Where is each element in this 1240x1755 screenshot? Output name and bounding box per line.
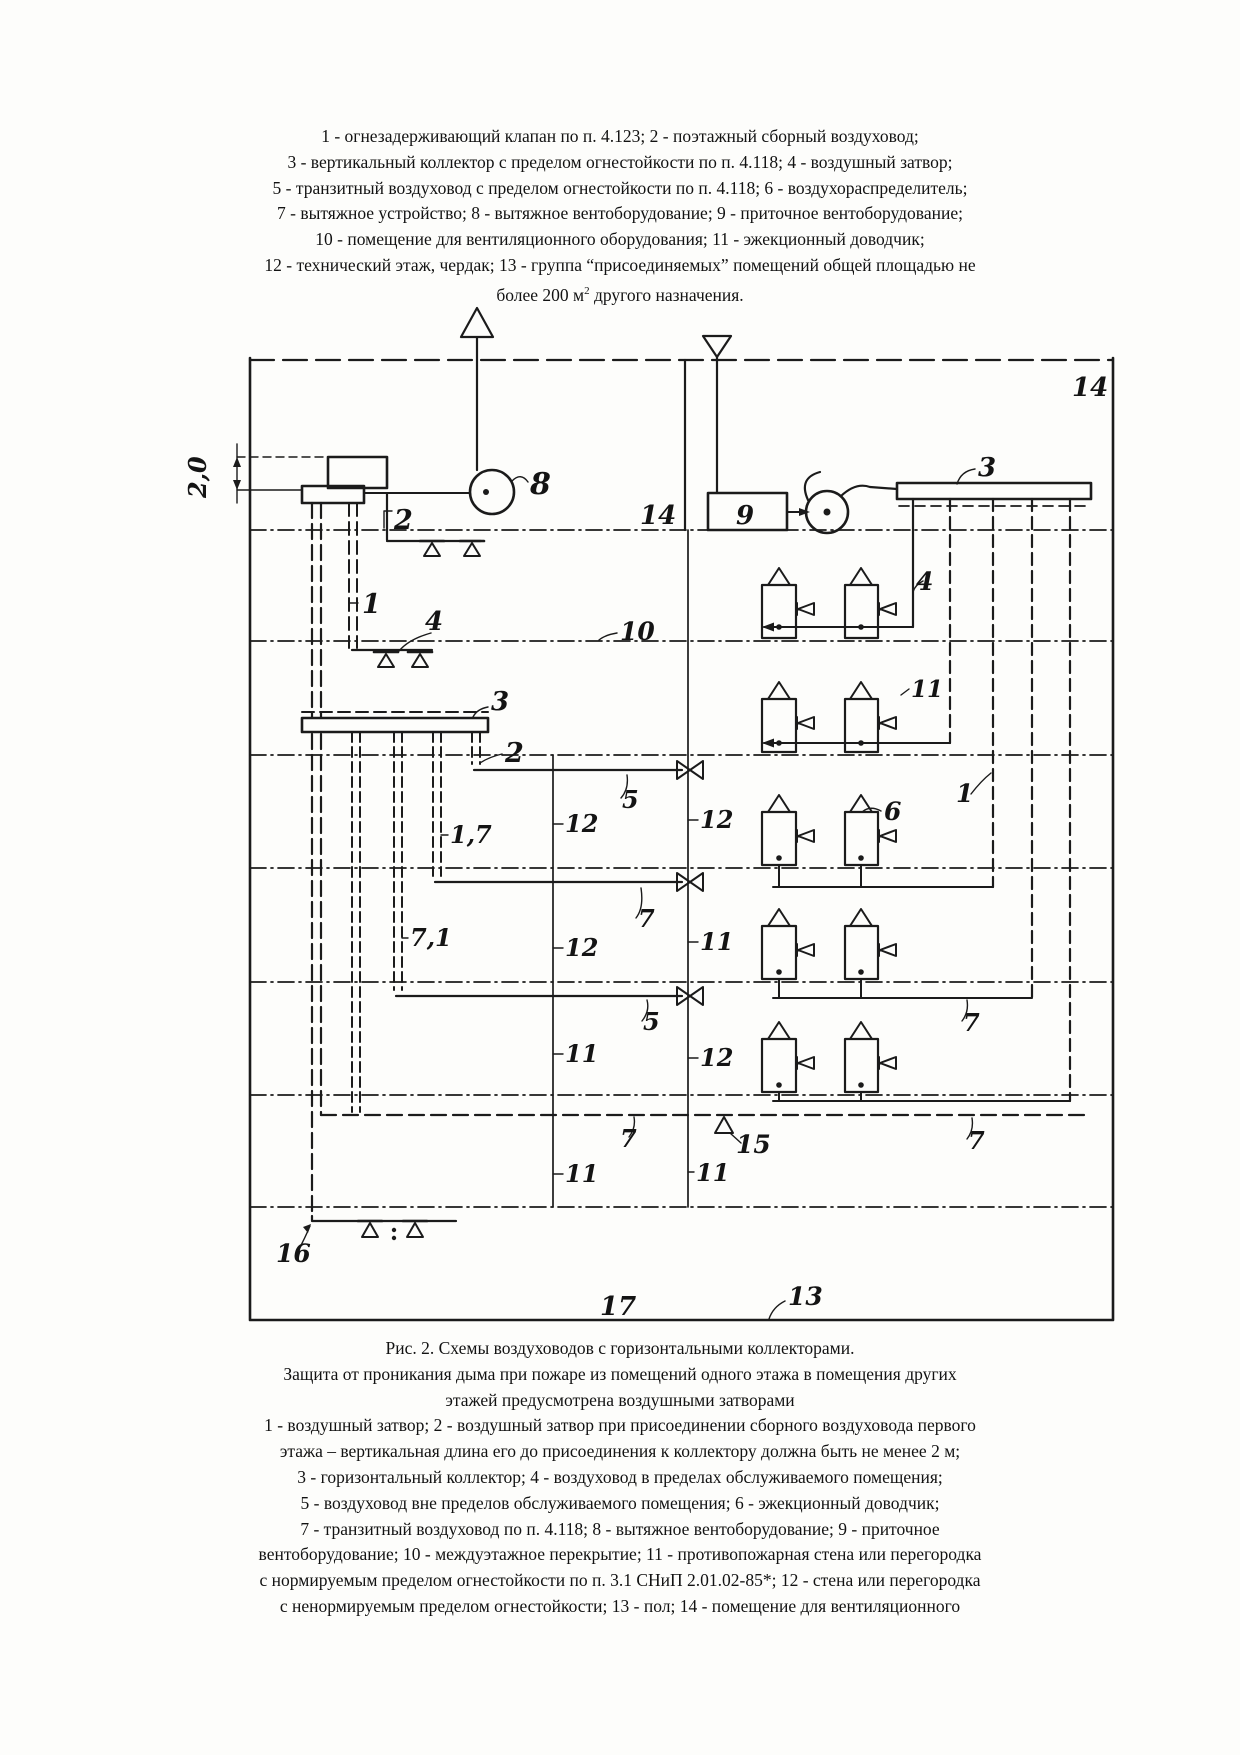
diagram-label: 11: [565, 1039, 598, 1068]
legend-line: 5 - транзитный воздуховод с пределом огн…: [272, 177, 968, 198]
legend-line: более 200 м2 другого назначения.: [496, 284, 744, 305]
figure-caption: Рис. 2. Схемы воздуховодов с горизонталь…: [105, 1336, 1135, 1620]
supply-vent-unit: [701, 334, 1093, 1103]
floor-lines: [249, 529, 1114, 1208]
horizontal-collector-right: [895, 481, 1093, 501]
diagram-label: 9: [736, 501, 754, 531]
collector-bar: [300, 716, 490, 734]
diagram-label: 5: [622, 785, 639, 814]
legend-line: 12 - технический этаж, чердак; 13 - груп…: [264, 254, 976, 275]
dimension-2m: [233, 443, 341, 504]
diagram-label: 2: [393, 505, 413, 536]
caption-line: 3 - горизонтальный коллектор; 4 - воздух…: [297, 1466, 943, 1487]
legend-line: 1 - огнезадерживающий клапан по п. 4.123…: [321, 126, 919, 146]
damper-icon: [796, 1056, 897, 1070]
ejector-unit-row: [760, 908, 1033, 999]
exhaust-risers-left: [310, 501, 434, 1218]
diagram-label: 4: [916, 567, 933, 596]
dimension-arrows: [233, 457, 241, 490]
diagram-label: 11: [696, 1158, 729, 1187]
diagram-label: 17: [600, 1292, 636, 1322]
storey-duct-2: [385, 492, 486, 557]
diagram-label: 12: [565, 933, 598, 962]
exhaust-plenum-box: [326, 455, 389, 490]
damper-icon: [796, 602, 897, 616]
air-intake-icon: [701, 334, 733, 359]
figure-legend-top: 1 - огнезадерживающий клапан по п. 4.123…: [120, 124, 1120, 308]
diagram-label: 2: [504, 738, 524, 769]
diagram-label: 3: [491, 687, 509, 717]
fire-damper-icon: [676, 760, 704, 1006]
exhaust-vent-unit: [300, 306, 516, 516]
legend-line: 3 - вертикальный коллектор с пределом ог…: [287, 151, 953, 172]
ejector-unit-row: [760, 1021, 1071, 1102]
superscript-2: 2: [584, 284, 590, 297]
diagram-label: 13: [788, 1282, 823, 1311]
exhaust-fan-icon: [468, 468, 516, 516]
label-leaders: [348, 468, 992, 1320]
air-distributor-icon: [714, 1116, 734, 1134]
diagram-label: 7: [968, 1126, 985, 1155]
diagram-label: 1,7: [450, 820, 492, 849]
ground-floor-duct: [297, 1214, 458, 1252]
caption-line: 1 - воздушный затвор; 2 - воздушный затв…: [264, 1415, 976, 1436]
outer-border: [248, 356, 1115, 1322]
diagram-label: 7,1: [410, 923, 452, 952]
diagram-label: 1: [956, 779, 973, 808]
diagram-label: 7: [620, 1124, 637, 1153]
air-distributor-icon: [418, 539, 486, 557]
caption-line: этажей предусмотрена воздушными затворам…: [445, 1389, 795, 1410]
damper-icon: [796, 943, 897, 957]
diagram-label: 1: [362, 589, 381, 620]
diagram-label: 7: [963, 1008, 980, 1037]
collector-risers: [351, 731, 481, 1113]
air-distributor-icon: [372, 650, 434, 668]
diagram-label: 8: [529, 467, 551, 502]
ejector-unit-row: [760, 794, 994, 888]
horizontal-collector-left: [300, 711, 1092, 1134]
diagram-label: 12: [700, 805, 733, 834]
air-distributor-icon: [356, 1219, 429, 1241]
diagram-label: 5: [643, 1007, 660, 1036]
diagram-label: 11: [700, 927, 733, 956]
diagram-label: 16: [276, 1239, 311, 1268]
caption-line: этажа – вертикальная длина его до присое…: [279, 1441, 961, 1462]
diagram-label: 2,0: [183, 456, 212, 499]
diagram-label: 4: [425, 607, 443, 637]
exhaust-collector-box: [300, 484, 366, 505]
diagram-label: 3: [978, 453, 996, 483]
caption-line: Защита от проникания дыма при пожаре из …: [283, 1363, 957, 1384]
exhaust-outlet-icon: [459, 306, 495, 339]
diagram-label: 14: [640, 501, 676, 531]
ejector-unit-row: [760, 681, 951, 754]
building-structure: [248, 356, 1115, 1322]
diagram-label: 12: [565, 809, 598, 838]
diagram-label: 11: [565, 1159, 598, 1188]
diagram-label: 11: [911, 676, 943, 703]
damper-icon: [796, 829, 897, 843]
damper-icon: [796, 716, 897, 730]
caption-title: Рис. 2. Схемы воздуховодов с горизонталь…: [385, 1338, 855, 1358]
diagram-label: 12: [700, 1043, 733, 1072]
diagram-label: 15: [736, 1130, 771, 1159]
caption-line: с нормируемым пределом огнестойкости по …: [259, 1570, 981, 1591]
ejector-unit-row: [760, 567, 914, 640]
caption-line: 7 - транзитный воздуховод по п. 4.118; 8…: [300, 1518, 940, 1539]
diagram-label: 10: [620, 617, 655, 646]
legend-line: 7 - вытяжное устройство; 8 - вытяжное ве…: [277, 203, 963, 224]
diagram-label: 6: [884, 797, 901, 826]
supply-fan-icon: [804, 489, 850, 535]
diagram-label: 14: [1072, 373, 1108, 403]
caption-line: 5 - воздуховод вне пределов обслуживаемо…: [300, 1492, 940, 1513]
legend-line: 10 - помещение для вентиляционного обору…: [315, 229, 925, 250]
caption-line: вентоборудование; 10 - междуэтажное пере…: [258, 1544, 982, 1565]
caption-line: с ненормируемым пределом огнестойкости; …: [279, 1595, 961, 1616]
diagram-label: 7: [638, 904, 655, 933]
